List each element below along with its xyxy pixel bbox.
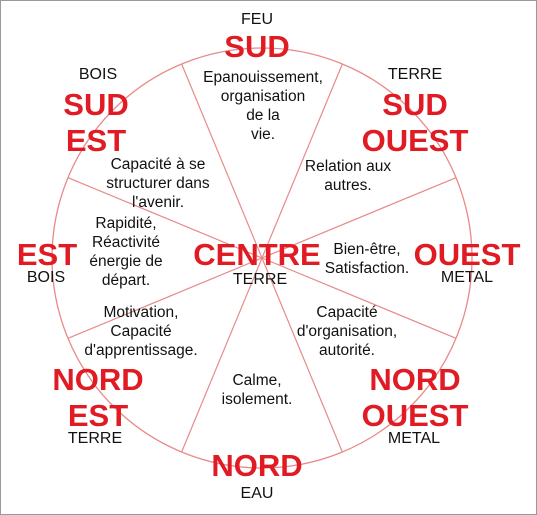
wheel-spoke: [261, 257, 457, 339]
description-nord-ouest: Capacité d'organisation, autorité.: [296, 304, 398, 359]
wheel-spoke: [261, 63, 343, 259]
direction-ouest: OUEST: [413, 237, 521, 272]
wheel-spoke: [67, 177, 263, 259]
direction-nord: NORD: [211, 448, 303, 483]
wheel-spoke: [67, 257, 263, 339]
description-ouest: Bien-être, Satisfaction.: [324, 241, 410, 277]
direction-sud: SUD: [224, 29, 290, 64]
description-sud-est: Capacité à se structurer dans l'avenir.: [106, 156, 210, 211]
direction-sud-est: SUD EST: [63, 87, 128, 160]
element-nord-ouest: METAL: [387, 430, 441, 447]
element-sud-ouest: TERRE: [387, 66, 443, 83]
element-sud-est: BOIS: [78, 66, 118, 83]
direction-sud-ouest-label: SUD OUEST: [361, 87, 469, 159]
direction-centre: CENTRE: [193, 237, 321, 272]
direction-nord-ouest-label: NORD OUEST: [361, 362, 469, 434]
wheel-spoke: [181, 63, 263, 259]
element-sud: FEU: [241, 11, 273, 28]
element-est: BOIS: [26, 269, 66, 286]
direction-sud-ouest: SUD OUEST: [362, 87, 469, 160]
wheel-circle: [51, 47, 473, 469]
description-nord: Calme, isolement.: [221, 372, 293, 408]
description-est: Rapidité, Réactivité énergie de départ.: [89, 215, 163, 289]
description-sud: Epanouissement, organisation de la vie.: [203, 69, 323, 143]
element-nord: EAU: [240, 485, 274, 502]
element-centre: TERRE: [232, 271, 288, 288]
wheel-spoke: [261, 257, 343, 453]
direction-sud-est-label: SUD EST: [63, 87, 129, 159]
direction-nord-ouest: NORD OUEST: [362, 362, 469, 435]
direction-est: EST: [16, 237, 78, 272]
description-nord-est: Motivation, Capacité d'apprentissage.: [84, 304, 198, 359]
wheel-spoke: [181, 257, 263, 453]
direction-nord-est-label: NORD EST: [52, 362, 144, 434]
direction-nord-est: NORD EST: [52, 362, 143, 435]
wheel-spokes: [67, 63, 457, 453]
description-sud-ouest: Relation aux autres.: [304, 158, 392, 194]
element-nord-est: TERRE: [67, 430, 123, 447]
element-ouest: METAL: [440, 269, 494, 286]
wheel-spoke: [261, 177, 457, 259]
